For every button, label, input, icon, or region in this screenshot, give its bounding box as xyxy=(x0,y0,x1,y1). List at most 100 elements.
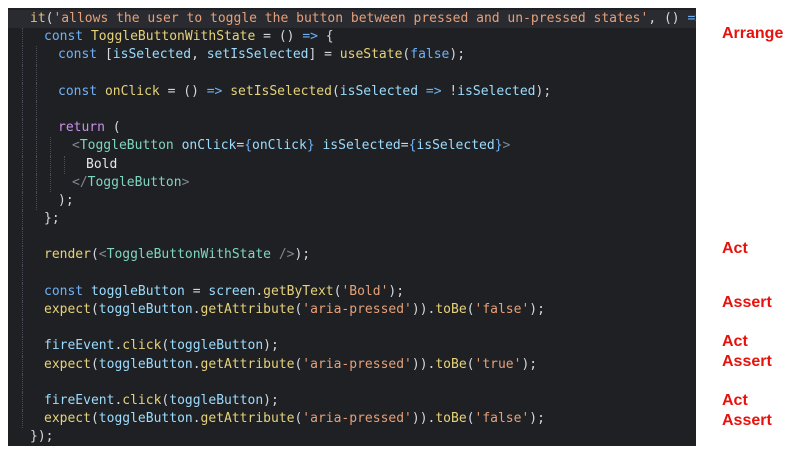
code-token: expect xyxy=(44,302,91,317)
code-token: toBe xyxy=(435,411,467,427)
indent-guide xyxy=(22,119,23,138)
code-line: expect(toggleButton.getAttribute('aria-p… xyxy=(8,301,696,320)
code-token: 'aria-pressed' xyxy=(302,302,412,317)
code-token: [ xyxy=(97,47,113,63)
code-token: isSelected xyxy=(339,83,419,99)
indent-guide xyxy=(22,264,23,283)
code-token: ( xyxy=(90,356,99,372)
code-token: ); xyxy=(294,247,311,263)
code-token xyxy=(418,84,426,99)
code-token: . xyxy=(114,392,123,408)
code-text: it('allows the user to toggle the button… xyxy=(30,10,696,28)
code-line: ); xyxy=(8,191,696,211)
code-text: expect(toggleButton.getAttribute('aria-p… xyxy=(44,356,537,374)
code-token: ToggleButtonWithState xyxy=(90,29,256,45)
code-token: toBe xyxy=(435,302,467,317)
code-line xyxy=(8,228,696,247)
code-token: toggleButton xyxy=(90,283,185,299)
code-token: ( xyxy=(104,120,121,136)
code-token: 'Bold' xyxy=(341,283,389,299)
indent-guide xyxy=(22,82,23,101)
code-token xyxy=(83,29,91,44)
code-line: }); xyxy=(8,428,696,446)
code-token: => xyxy=(687,11,696,26)
code-token: => xyxy=(206,83,223,99)
code-token: getAttribute xyxy=(200,302,295,317)
code-line xyxy=(8,319,696,338)
code-text: Bold xyxy=(86,156,117,174)
indent-guide xyxy=(22,155,23,174)
indent-guide xyxy=(22,173,23,192)
indent-guide xyxy=(50,173,51,192)
code-token: ( xyxy=(402,47,411,63)
indent-guide xyxy=(22,301,23,320)
code-token: it xyxy=(30,11,46,26)
code-token: Bold xyxy=(86,156,118,172)
code-token: ); xyxy=(263,392,279,408)
indent-guide xyxy=(36,173,37,192)
code-line: }; xyxy=(8,210,696,229)
code-text: ); xyxy=(58,192,74,210)
indent-guide xyxy=(22,137,23,156)
code-token: ( xyxy=(333,283,342,299)
indent-guide xyxy=(22,410,23,429)
code-token: expect xyxy=(44,356,91,372)
code-token: }; xyxy=(44,211,60,227)
indent-guide xyxy=(36,137,37,156)
code-line: fireEvent.click(toggleButton); xyxy=(8,391,696,411)
indent-guide xyxy=(22,319,23,338)
indent-guide xyxy=(22,391,23,411)
code-line: return ( xyxy=(8,119,696,138)
code-line: render(<ToggleButtonWithState />); xyxy=(8,246,696,265)
code-block: it ( 'allows the user to toggle the button… xyxy=(8,10,696,446)
code-token: 'false' xyxy=(474,411,530,427)
code-token: click xyxy=(122,392,162,408)
indent-guide xyxy=(22,373,23,392)
code-token: = () xyxy=(255,29,303,45)
code-token: ); xyxy=(388,283,405,299)
code-token: setIsSelected xyxy=(206,47,309,63)
code-token: , xyxy=(191,47,207,63)
code-token: isSelected xyxy=(112,47,192,63)
indent-guide xyxy=(36,64,37,83)
code-token: > xyxy=(502,138,511,154)
code-token: ); xyxy=(521,356,538,372)
code-token: 'true' xyxy=(474,356,522,372)
code-token: ); xyxy=(58,192,74,208)
code-token: toBe xyxy=(435,356,467,372)
annotation-assert: Assert xyxy=(722,294,772,311)
code-line: fireEvent.click(toggleButton); xyxy=(8,337,696,356)
code-token: ( xyxy=(90,411,99,427)
code-token: )). xyxy=(411,411,436,427)
code-token: 'allows the user to toggle the button be… xyxy=(53,11,649,26)
code-line: expect(toggleButton.getAttribute('aria-p… xyxy=(8,410,696,429)
code-token: toggleButton xyxy=(98,302,193,317)
code-text: const onClick = () => setIsSelected(isSe… xyxy=(58,83,551,101)
code-token: isSelected xyxy=(457,83,536,99)
code-token: ); xyxy=(535,83,552,99)
code-token: 'false' xyxy=(474,302,530,317)
code-line: const toggleButton = screen.getByText('B… xyxy=(8,282,696,301)
annotation-act: Act xyxy=(722,333,748,350)
code-token: const xyxy=(58,47,98,63)
code-token: render xyxy=(44,247,91,263)
code-token: /> xyxy=(278,247,295,263)
code-line: <ToggleButton onClick={onClick} isSelect… xyxy=(8,137,696,156)
indent-guide xyxy=(50,137,51,156)
code-token: fireEvent xyxy=(44,392,115,408)
code-token: ] = xyxy=(308,47,340,63)
indent-guide xyxy=(36,46,37,65)
code-token: ! xyxy=(441,83,458,99)
indent-guide xyxy=(50,155,51,174)
indent-guide xyxy=(22,228,23,247)
code-token: } xyxy=(306,138,315,154)
code-token: ( xyxy=(466,356,475,372)
code-token: => xyxy=(302,29,318,45)
code-token: isSelected xyxy=(322,138,401,154)
code-text: const toggleButton = screen.getByText('B… xyxy=(44,283,404,301)
code-token: ( xyxy=(161,392,170,408)
indent-guide xyxy=(22,46,23,65)
code-token: return xyxy=(58,120,105,136)
code-token: < xyxy=(98,247,107,263)
indent-guide xyxy=(36,119,37,138)
